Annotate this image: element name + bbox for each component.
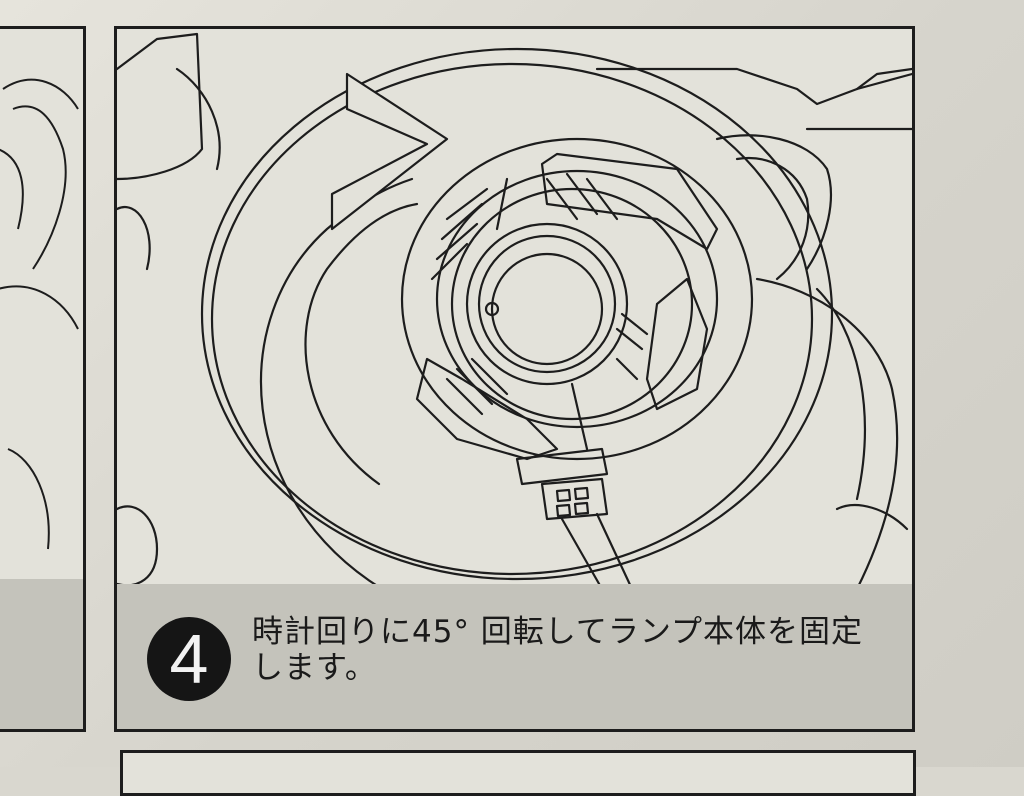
rotation-arrow-outer — [259, 177, 414, 591]
connector-body — [515, 447, 609, 486]
caption-band: 4 時計回りに45° 回転してランプ本体を固定します。 — [117, 584, 912, 729]
step-number-badge: 4 — [147, 617, 231, 701]
cable — [560, 512, 634, 591]
next-step-panel — [120, 750, 916, 796]
mounting-disk — [200, 47, 834, 581]
arrow-head-icon — [330, 72, 449, 231]
previous-step-illustration — [0, 78, 79, 550]
rotation-arrow-inner — [304, 202, 419, 486]
previous-step-panel — [0, 26, 86, 732]
step-panel: 4 時計回りに45° 回転してランプ本体を固定します。 — [114, 26, 915, 732]
step-instruction: 時計回りに45° 回転してランプ本体を固定します。 — [252, 614, 863, 686]
previous-step-caption-band — [0, 579, 83, 729]
housing-outline — [117, 32, 204, 181]
